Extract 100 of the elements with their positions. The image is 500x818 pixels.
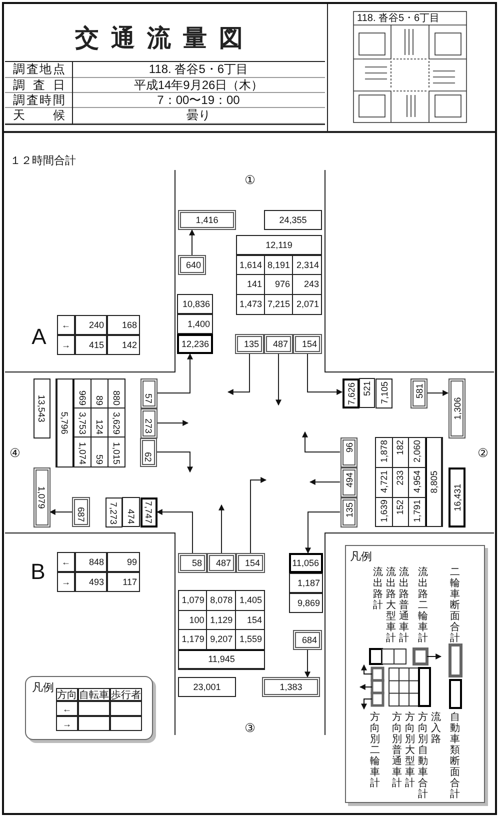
- count-box: 7,626: [342, 378, 359, 408]
- legend-text: 流入路: [431, 712, 441, 745]
- count-cell: 1,179: [179, 630, 208, 650]
- count-cell: 1,079: [179, 591, 208, 610]
- count-cell: 1,639: [376, 496, 392, 526]
- count-cell: 880: [107, 379, 124, 408]
- count-cell-text: 2,071: [295, 298, 320, 312]
- flow-arrow: [156, 452, 193, 473]
- field-value: 7：00〜19：00: [72, 93, 325, 108]
- table-cell: 240: [75, 315, 107, 335]
- count-cell: 9,207: [207, 630, 236, 650]
- count-cell: 1,791: [409, 496, 426, 526]
- legend-text: 方向別自動車合計: [418, 712, 428, 800]
- count-grid: [55, 378, 125, 467]
- flow-arrow: [156, 353, 193, 394]
- flow-arrow: [156, 509, 193, 554]
- table-cell: 方向: [56, 688, 78, 701]
- field-value: 曇り: [72, 108, 325, 124]
- count-box: 7,747: [140, 497, 157, 527]
- crosswalk-letter: B: [30, 559, 46, 585]
- count-box: 494: [340, 467, 357, 497]
- count-box: 12,119: [236, 235, 322, 255]
- flow-arrow: [156, 420, 189, 426]
- count-box: 62: [140, 438, 157, 467]
- count-box: 7,273: [105, 497, 122, 527]
- count-grid: [375, 437, 443, 527]
- count-box: 474: [122, 497, 140, 527]
- count-cell: 1,074: [73, 437, 90, 466]
- count-cell: 2,060: [409, 438, 426, 468]
- field-label: 天候: [5, 108, 72, 124]
- field-label: 調査地点: [5, 62, 72, 78]
- count-box: 12,236: [177, 334, 213, 354]
- table-cell: 168: [107, 315, 140, 335]
- count-box: 1,383: [262, 677, 320, 697]
- approach-number: ①: [244, 172, 256, 188]
- flow-arrow: [189, 229, 195, 256]
- count-cell: 1,614: [237, 256, 265, 276]
- table-cell: 142: [107, 335, 140, 355]
- count-box: 24,355: [264, 210, 322, 230]
- table-cell: ←: [57, 552, 75, 572]
- field-label: 調査日: [5, 78, 72, 93]
- legend-text: 流出路二輪車計: [418, 567, 428, 644]
- count-cell: 59: [90, 437, 107, 466]
- count-box: 487: [264, 334, 293, 354]
- count-box: 11,056: [289, 553, 323, 573]
- table-cell: 自転車: [78, 688, 110, 701]
- section-heading: １２時間合計: [10, 154, 77, 168]
- count-cell: 152: [392, 496, 409, 526]
- legend-text: 流出路大型車計: [386, 567, 396, 644]
- count-cell: 100: [179, 610, 208, 630]
- count-cell: 182: [392, 438, 409, 468]
- table-cell: →: [57, 335, 75, 355]
- count-cell: 1,015: [107, 437, 124, 466]
- count-box: 23,001: [178, 677, 236, 697]
- count-box: 9,869: [289, 593, 323, 613]
- legend-heading: 凡例: [32, 681, 55, 694]
- flow-arrow: [227, 354, 250, 395]
- count-cell: 8,805: [426, 438, 442, 526]
- flow-arrow: [309, 479, 340, 485]
- count-box: 487: [207, 553, 236, 573]
- count-box: 521: [359, 378, 375, 408]
- count-box: 16,431: [448, 467, 465, 527]
- count-box: 135: [235, 334, 264, 354]
- count-box: 7,105: [375, 378, 392, 408]
- count-cell: 1,405: [236, 591, 264, 610]
- count-cell: 1,878: [376, 438, 392, 468]
- count-box: 96: [340, 437, 357, 467]
- legend-text: 方向別普通車計: [392, 712, 402, 789]
- legend-text: 二輪車断面合計: [450, 567, 460, 644]
- count-cell: 4,954: [409, 467, 426, 497]
- count-box: 687: [72, 497, 90, 527]
- legend-text: 流出路計: [373, 567, 383, 611]
- count-box: 13,543: [33, 378, 50, 438]
- count-cell: 1,473: [237, 294, 265, 314]
- approach-number: ②: [476, 445, 490, 461]
- count-cell: 124: [90, 408, 107, 437]
- count-cell: 154: [236, 610, 264, 630]
- count-box: 154: [293, 334, 322, 354]
- flow-arrow: [426, 390, 449, 396]
- count-box: 1,400: [177, 314, 213, 334]
- count-cell: 89: [90, 379, 107, 408]
- flow-arrow: [250, 477, 267, 554]
- count-cell: 4,721: [376, 467, 392, 497]
- flow-arrow: [49, 509, 72, 515]
- count-cell: 7,215: [265, 294, 293, 314]
- legend-text: 方向別大型車計: [405, 712, 415, 789]
- count-box: 1,416: [178, 210, 236, 230]
- count-cell: 5,796: [56, 379, 73, 466]
- field-label: 調査時間: [5, 93, 72, 108]
- flow-arrow: [305, 512, 340, 554]
- count-box: 684: [293, 630, 322, 650]
- legend-text: 自動車類断面合計: [450, 712, 460, 800]
- table-cell: →: [56, 716, 78, 731]
- count-box: 57: [140, 378, 157, 408]
- approach-number: ④: [8, 445, 22, 461]
- table-cell: →: [57, 572, 75, 592]
- legend-heading: 凡例: [350, 550, 373, 563]
- count-box: 1,306: [448, 378, 465, 438]
- count-box: 10,836: [177, 294, 213, 314]
- field-value: 118. 沓谷5・6丁目: [72, 62, 325, 78]
